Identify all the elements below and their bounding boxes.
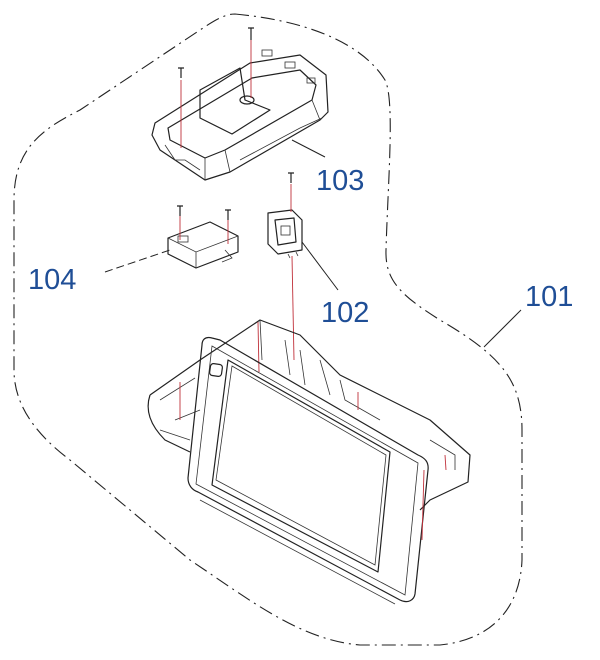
- screw-icon: [177, 205, 183, 240]
- callout-101: 101: [525, 281, 573, 313]
- leader-line-101: [483, 309, 522, 348]
- part-101-panel-assembly: [147, 319, 471, 605]
- screw-icon: [178, 67, 184, 148]
- callout-104: 104: [28, 264, 76, 296]
- leader-line-102: [301, 241, 339, 291]
- screw-icon: [288, 172, 295, 361]
- leader-line-103: [291, 139, 326, 158]
- part-103-bracket: [151, 49, 329, 181]
- callout-103: 103: [316, 165, 364, 197]
- part-102-module: [267, 209, 303, 259]
- part-104-board: [167, 221, 239, 269]
- leader-line-104: [104, 249, 171, 273]
- assembly-boundary-101: [13, 13, 523, 646]
- callout-102: 102: [321, 297, 369, 329]
- screw-icon: [248, 27, 254, 98]
- screw-icon: [225, 209, 231, 244]
